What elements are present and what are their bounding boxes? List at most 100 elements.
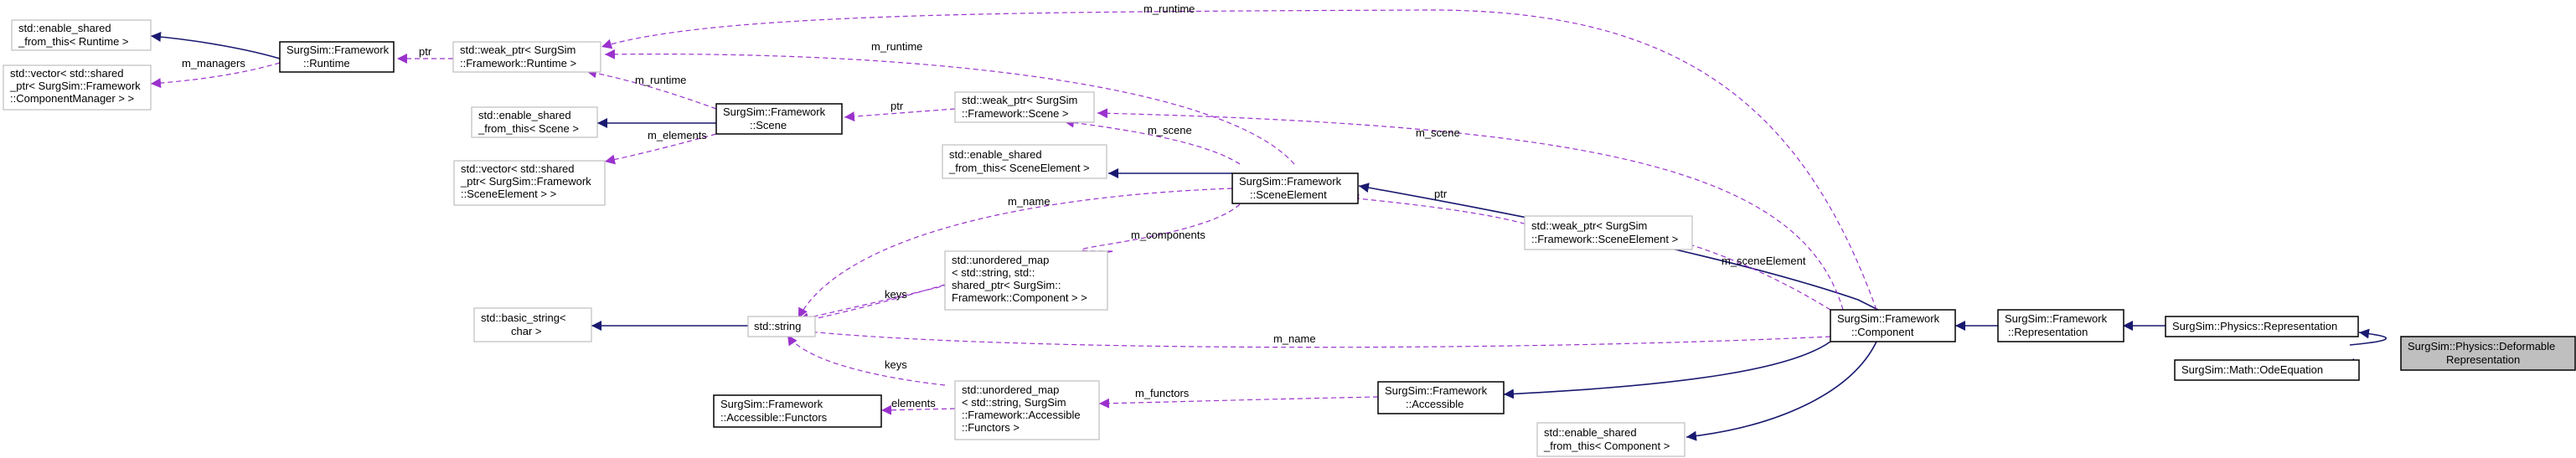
node-line: ::Framework::Runtime > bbox=[460, 57, 576, 69]
node-line: char > bbox=[511, 325, 542, 337]
edge-use-m-scene-scene-element bbox=[1063, 117, 1241, 165]
node-accessible[interactable]: SurgSim::Framework ::Accessible bbox=[1377, 381, 1505, 414]
node-line: ::Accessible bbox=[1406, 398, 1464, 410]
edge-labels: m_managers ptr m_runtime m_runtime m_run… bbox=[182, 3, 1806, 409]
node-line: ::Scene bbox=[750, 119, 787, 131]
node-weak-ptr-runtime[interactable]: std::weak_ptr< SurgSim ::Framework::Runt… bbox=[452, 41, 601, 73]
edge-label-m-scene-component: m_scene bbox=[1416, 126, 1460, 139]
node-line: ::Accessible::Functors bbox=[720, 411, 828, 424]
node-scene[interactable]: SurgSim::Framework ::Scene bbox=[715, 103, 843, 135]
edge-use-m-elements bbox=[604, 133, 717, 165]
edge-label-m-runtime-top: m_runtime bbox=[1143, 3, 1195, 15]
edge-label-keys-top: keys bbox=[885, 288, 907, 301]
node-line: SurgSim::Framework bbox=[287, 44, 390, 56]
node-line: < std::string, std:: bbox=[952, 266, 1035, 279]
node-line: std::vector< std::shared bbox=[461, 162, 574, 175]
edge-use-m-runtime-scene-element bbox=[604, 49, 1295, 165]
node-line: std::unordered_map bbox=[962, 383, 1059, 396]
edge-label-m-scene-scene-element: m_scene bbox=[1148, 124, 1192, 136]
node-deformable-representation[interactable]: SurgSim::Physics::Deformable Representat… bbox=[2400, 336, 2576, 371]
edge-label-m-elements: m_elements bbox=[648, 129, 707, 142]
node-line: ::Framework::SceneElement > bbox=[1531, 233, 1678, 245]
edge-label-m-scene-element: m_sceneElement bbox=[1722, 255, 1806, 267]
edge-label-elements: elements bbox=[891, 397, 936, 409]
node-line: ::Representation bbox=[2008, 326, 2088, 338]
node-line: shared_ptr< SurgSim:: bbox=[952, 279, 1061, 291]
edge-label-m-managers: m_managers bbox=[182, 57, 245, 69]
node-line: std::enable_shared bbox=[1544, 426, 1637, 439]
edge-label-m-name-component: m_name bbox=[1273, 332, 1316, 345]
node-line: SurgSim::Framework bbox=[1385, 384, 1488, 397]
node-runtime[interactable]: SurgSim::Framework ::Runtime bbox=[279, 41, 395, 73]
edge-label-m-name-scene-element: m_name bbox=[1008, 195, 1051, 208]
node-line: Framework::Component > > bbox=[952, 291, 1087, 304]
edge-deformable-to-physics-rep bbox=[2349, 328, 2388, 346]
node-line: SurgSim::Framework bbox=[1837, 312, 1940, 325]
node-line: ::Framework::Scene > bbox=[962, 107, 1069, 120]
node-line: ::SceneElement bbox=[1250, 188, 1327, 201]
node-weak-ptr-scene[interactable]: std::weak_ptr< SurgSim ::Framework::Scen… bbox=[954, 91, 1095, 123]
edge-use-ptr-scene-element bbox=[1348, 193, 1534, 227]
node-vector-scene-element[interactable]: std::vector< std::shared _ptr< SurgSim::… bbox=[453, 160, 606, 206]
node-line: std::enable_shared bbox=[18, 22, 111, 34]
edge-label-m-components: m_components bbox=[1131, 229, 1205, 241]
node-physics-representation[interactable]: SurgSim::Physics::Representation bbox=[2165, 316, 2359, 337]
node-accessible-functors[interactable]: SurgSim::Framework ::Accessible::Functor… bbox=[713, 394, 882, 428]
node-enable-shared-scene-element[interactable]: std::enable_shared _from_this< SceneElem… bbox=[942, 144, 1107, 179]
edge-component-to-accessible bbox=[1503, 341, 1831, 399]
node-line: ::Functors > bbox=[962, 421, 1020, 434]
edge-use-m-runtime-top bbox=[601, 9, 1877, 311]
edge-use-m-name-scene-element bbox=[798, 188, 1233, 319]
node-line: _from_this< Component > bbox=[1543, 440, 1670, 452]
edge-label-keys-bottom: keys bbox=[885, 358, 907, 371]
node-enable-shared-scene[interactable]: std::enable_shared _from_this< Scene > bbox=[471, 106, 598, 138]
node-framework-representation[interactable]: SurgSim::Framework ::Representation bbox=[1997, 309, 2124, 342]
node-line: SurgSim::Math::OdeEquation bbox=[2181, 363, 2323, 376]
edge-label-ptr-scene-element: ptr bbox=[1434, 188, 1448, 200]
edge-label-ptr-runtime: ptr bbox=[419, 45, 432, 58]
node-basic-string[interactable]: std::basic_string< char > bbox=[473, 307, 592, 342]
edge-label-m-runtime-scene: m_runtime bbox=[635, 74, 686, 86]
node-line: SurgSim::Framework bbox=[720, 398, 823, 410]
node-string[interactable]: std::string bbox=[747, 316, 816, 337]
edge-use-m-runtime-scene bbox=[586, 68, 717, 110]
nodes: std::enable_shared _from_this< Runtime >… bbox=[3, 19, 2576, 457]
node-weak-ptr-scene-element[interactable]: std::weak_ptr< SurgSim ::Framework::Scen… bbox=[1524, 215, 1693, 250]
edge-label-m-runtime-scene-element: m_runtime bbox=[871, 40, 922, 53]
node-line: std::weak_ptr< SurgSim bbox=[460, 44, 576, 56]
node-enable-shared-component[interactable]: std::enable_shared _from_this< Component… bbox=[1536, 422, 1685, 457]
edge-label-ptr-scene: ptr bbox=[891, 100, 904, 112]
edge-runtime-to-enable-shared bbox=[150, 32, 281, 59]
node-line: std::weak_ptr< SurgSim bbox=[1531, 219, 1647, 232]
node-line: SurgSim::Framework bbox=[723, 105, 826, 118]
node-unordered-map-component[interactable]: std::unordered_map < std::string, std:: … bbox=[944, 250, 1108, 311]
node-vector-component-manager[interactable]: std::vector< std::shared _ptr< SurgSim::… bbox=[3, 64, 152, 111]
node-line: _ptr< SurgSim::Framework bbox=[9, 80, 141, 92]
edge-use-ptr-scene bbox=[844, 108, 956, 122]
node-line: std::enable_shared bbox=[478, 109, 571, 121]
node-ode-equation[interactable]: SurgSim::Math::OdeEquation bbox=[2174, 359, 2360, 381]
node-line: < std::string, SurgSim bbox=[962, 396, 1066, 409]
node-line: std::basic_string< bbox=[481, 311, 566, 324]
node-line: std::vector< std::shared bbox=[10, 67, 123, 80]
edge-label-m-functors: m_functors bbox=[1135, 387, 1190, 399]
node-line: SurgSim::Framework bbox=[1239, 175, 1342, 188]
edge-use-m-scene-component bbox=[1097, 108, 1844, 311]
node-component[interactable]: SurgSim::Framework ::Component bbox=[1830, 309, 1956, 342]
node-line: Representation bbox=[2446, 353, 2520, 366]
node-enable-shared-runtime[interactable]: std::enable_shared _from_this< Runtime > bbox=[11, 19, 152, 51]
node-line: SurgSim::Physics::Representation bbox=[2172, 320, 2337, 332]
node-unordered-map-functors[interactable]: std::unordered_map < std::string, SurgSi… bbox=[954, 380, 1100, 440]
node-line: SurgSim::Framework bbox=[2005, 312, 2108, 325]
edge-component-to-enable-shared-component bbox=[1685, 341, 1877, 441]
node-scene-element[interactable]: SurgSim::Framework ::SceneElement bbox=[1231, 172, 1359, 204]
node-line: ::Runtime bbox=[303, 57, 350, 69]
node-line: ::SceneElement > > bbox=[461, 188, 556, 200]
node-line: ::Framework::Accessible bbox=[962, 409, 1081, 421]
edge-use-elements bbox=[880, 404, 956, 415]
edges bbox=[150, 9, 2388, 441]
node-line: std::weak_ptr< SurgSim bbox=[962, 94, 1077, 106]
node-line: _from_this< Runtime > bbox=[18, 35, 129, 48]
edge-use-keys-bottom bbox=[787, 334, 946, 386]
